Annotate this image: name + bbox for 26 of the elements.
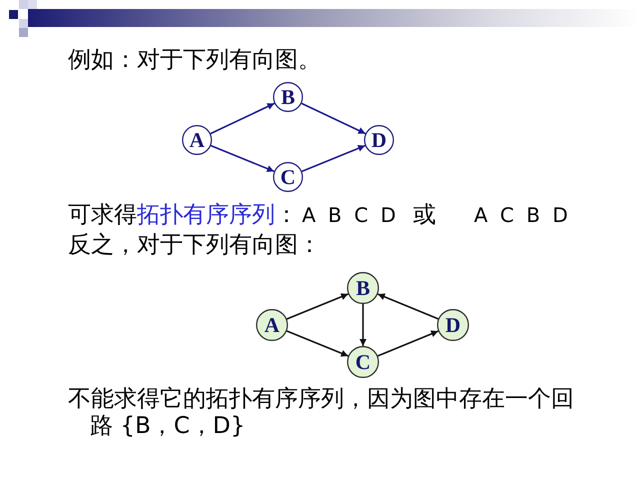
vertex-circle: D — [364, 125, 394, 155]
conclusion-paragraph: 不能求得它的拓扑有序序列，因为图中存在一个回路 {B，C，D} — [68, 386, 575, 440]
sentence-text: 可求得 — [68, 202, 137, 228]
intro-sentence: 例如：对于下列有向图。 — [68, 47, 321, 74]
arrow — [210, 144, 274, 172]
arrow — [360, 304, 366, 346]
arrow — [210, 102, 275, 134]
arrow — [286, 330, 348, 357]
vertex-circle: D — [437, 309, 469, 341]
vertex-sequence: A B C D — [302, 203, 396, 227]
arrow — [378, 330, 438, 357]
colon: ： — [275, 202, 298, 228]
vertex-circle: B — [347, 272, 379, 304]
intro-sentence: 反之，对于下列有向图： — [68, 232, 321, 259]
arrow — [378, 293, 438, 320]
vertex-circle: A — [256, 309, 288, 341]
arrow — [301, 102, 366, 134]
vertex-circle: A — [182, 125, 212, 155]
vertex-circle: C — [273, 162, 303, 192]
vertex-sequence: A C B D — [474, 202, 568, 229]
conjunction-text: 或 — [413, 202, 436, 229]
arrow — [302, 144, 366, 172]
vertex-circle: C — [347, 346, 379, 378]
highlighted-term: 拓扑有序序列 — [137, 202, 275, 228]
arrow — [286, 293, 348, 320]
vertex-circle: B — [273, 82, 303, 112]
